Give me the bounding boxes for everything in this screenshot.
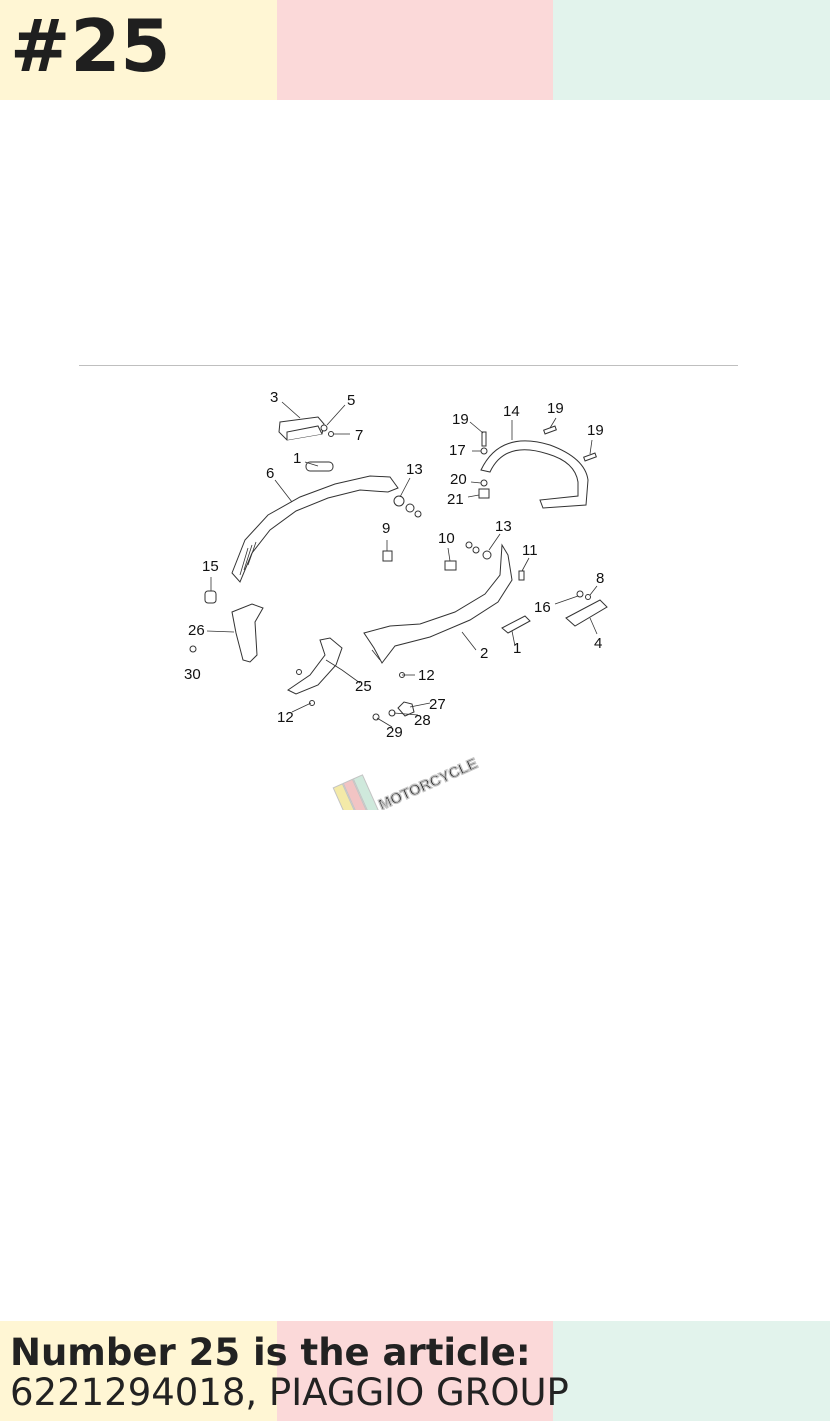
callout-19: 19 <box>452 411 469 428</box>
band-red <box>276 0 554 100</box>
watermark: MOTORCYCLE <box>332 754 481 810</box>
callout-19: 19 <box>587 422 604 439</box>
callout-14: 14 <box>503 403 520 420</box>
callout-3: 3 <box>270 389 278 406</box>
callout-12: 12 <box>277 709 294 726</box>
part-9-clip <box>382 550 393 562</box>
part-10-clip <box>444 560 457 571</box>
callout-19: 19 <box>547 400 564 417</box>
part-30-nut <box>189 645 197 653</box>
band-yellow <box>0 0 277 100</box>
part-3-cover <box>278 416 325 441</box>
callout-8: 8 <box>596 570 604 587</box>
part-17-washer <box>480 447 488 455</box>
part-19-screws <box>481 425 597 462</box>
part-27-grommet <box>397 701 415 717</box>
callout-9: 9 <box>382 520 390 537</box>
part-13-grommets-lower <box>465 541 492 560</box>
bottom-color-band <box>0 1321 830 1421</box>
callout-6: 6 <box>266 465 274 482</box>
callout-1-lower: 1 <box>513 640 521 657</box>
band-green <box>553 1321 830 1421</box>
callout-21: 21 <box>447 491 464 508</box>
callout-20: 20 <box>450 471 467 488</box>
part-7-nut <box>328 431 334 437</box>
callout-15: 15 <box>202 558 219 575</box>
part-14-grab-rail <box>480 440 589 509</box>
leader-lines <box>206 401 598 728</box>
part-25-inner-panel <box>287 637 343 695</box>
divider <box>79 365 738 366</box>
article-heading: Number 25 is the article: <box>10 1331 531 1374</box>
callout-5: 5 <box>347 392 355 409</box>
part-13-grommets-upper <box>393 495 422 518</box>
callout-13: 13 <box>406 461 423 478</box>
part-15-grommet <box>204 590 217 604</box>
part-12-screw-a <box>296 669 302 675</box>
part-8-screw <box>585 594 591 600</box>
exploded-parts-diagram: MOTORCYCLE <box>184 389 608 810</box>
callout-30: 30 <box>184 666 201 683</box>
part-1-lens-lower <box>501 615 531 634</box>
page-number: #25 <box>10 4 171 88</box>
part-4-lens <box>565 599 608 627</box>
callout-4: 4 <box>594 635 602 652</box>
callout-1: 1 <box>293 450 301 467</box>
callout-29: 29 <box>386 724 403 741</box>
part-5-screw <box>320 424 328 432</box>
callout-28: 28 <box>414 712 431 729</box>
part-26-bracket <box>231 603 264 663</box>
callout-16: 16 <box>534 599 551 616</box>
part-21-nut <box>478 488 490 499</box>
band-yellow <box>0 1321 277 1421</box>
callout-25: 25 <box>355 678 372 695</box>
callout-13: 13 <box>495 518 512 535</box>
callout-12: 12 <box>418 667 435 684</box>
callout-27: 27 <box>429 696 446 713</box>
part-20-washer <box>480 479 488 487</box>
callout-labels: 3 5 7 1 6 13 19 14 19 19 17 20 21 9 10 1… <box>184 389 604 741</box>
callout-17: 17 <box>449 442 466 459</box>
watermark-text: MOTORCYCLE <box>376 755 480 810</box>
band-red <box>276 1321 554 1421</box>
part-2-lower-fairing <box>363 543 513 664</box>
callout-10: 10 <box>438 530 455 547</box>
band-green <box>553 0 830 100</box>
part-12-screw-b <box>309 700 315 706</box>
callout-26: 26 <box>188 622 205 639</box>
part-16-screw <box>576 590 584 598</box>
article-detail: 6221294018, PIAGGIO GROUP <box>10 1371 569 1414</box>
callout-2: 2 <box>480 645 488 662</box>
callout-7: 7 <box>355 427 363 444</box>
callout-11: 11 <box>522 542 538 559</box>
top-color-band <box>0 0 830 100</box>
part-11-screw <box>518 570 525 581</box>
part-6-upper-fairing <box>231 475 399 583</box>
